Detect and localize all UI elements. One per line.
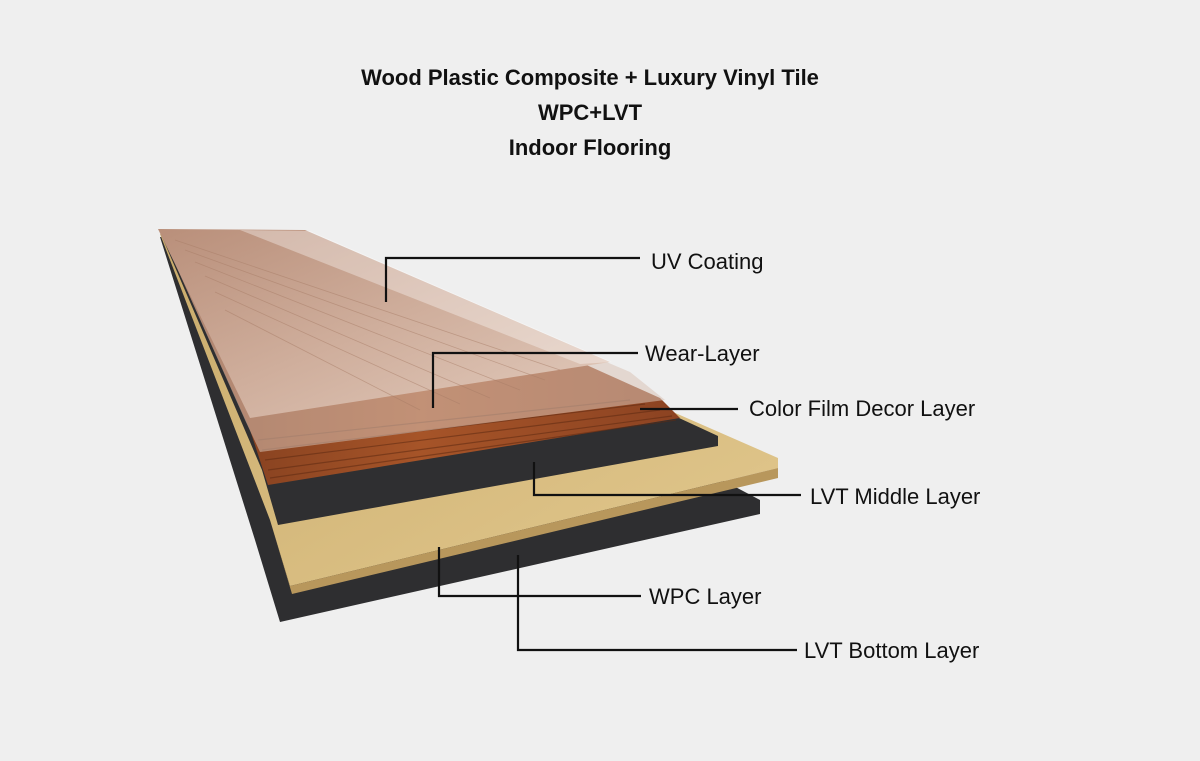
title-line-1: Wood Plastic Composite + Luxury Vinyl Ti… — [361, 65, 819, 90]
wood-grain — [174, 239, 561, 411]
leader-lines — [384, 256, 801, 652]
label-lvt-bottom-layer: LVT Bottom Layer — [804, 638, 980, 663]
wpc-layer-edge — [270, 468, 778, 594]
label-wpc-layer: WPC Layer — [649, 584, 762, 609]
diagram-title: Wood Plastic Composite + Luxury Vinyl Ti… — [290, 60, 890, 165]
leader-uv — [384, 256, 640, 302]
leader-wear — [431, 351, 638, 408]
label-lvt-middle-layer: LVT Middle Layer — [810, 484, 981, 509]
leader-lvt-bottom — [516, 555, 797, 652]
title-line-3: Indoor Flooring — [508, 135, 672, 160]
label-color-film-decor-layer: Color Film Decor Layer — [749, 396, 976, 421]
title-line-2: WPC+LVT — [537, 100, 643, 125]
uv-coating-shape — [158, 229, 610, 418]
leader-lvt-middle — [532, 462, 801, 497]
leader-wpc — [437, 547, 641, 598]
label-uv-coating: UV Coating — [651, 249, 764, 274]
uv-coating-gloss — [240, 230, 612, 364]
label-wear-layer: Wear-Layer — [645, 341, 760, 366]
